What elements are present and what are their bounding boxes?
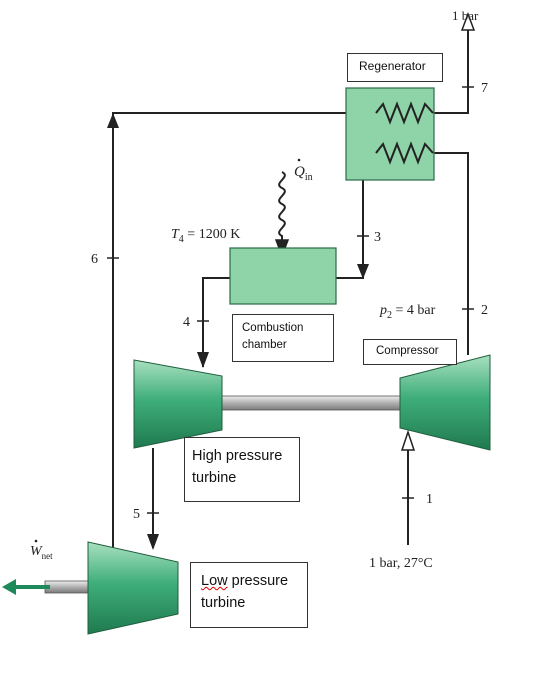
arrow-down-state-3 — [357, 264, 369, 279]
regenerator-label-text: Regenerator — [359, 59, 426, 73]
pipe-exhaust — [433, 30, 469, 114]
state-4-label: 4 — [183, 315, 190, 330]
lpt-label-pressure: pressure — [227, 573, 289, 589]
high-pressure-turbine — [133, 359, 223, 449]
state-2-label: 2 — [481, 303, 488, 318]
hpt-label-line2: turbine — [192, 470, 237, 486]
state-ticks — [107, 86, 474, 514]
lpt-label-line2: turbine — [201, 595, 246, 611]
regenerator-cold-coil — [375, 141, 434, 165]
regenerator-body — [345, 87, 435, 181]
compressor — [399, 354, 491, 451]
regenerator-label: Regenerator — [347, 53, 443, 82]
flow-arrows — [107, 113, 369, 550]
low-pressure-turbine — [87, 541, 179, 635]
pipe-state-2 — [433, 152, 469, 355]
state-1-label: 1 — [426, 492, 433, 507]
inlet-label: 1 bar, 27°C — [369, 556, 433, 571]
hpt-label-line1: High pressure — [192, 448, 283, 464]
compressor-label-text: Compressor — [376, 345, 439, 357]
pipe-state-4 — [202, 277, 230, 367]
regenerator — [345, 87, 435, 181]
combustion-chamber-label: Combustion chamber — [232, 314, 334, 362]
exhaust-pressure-label: 1 bar — [452, 8, 479, 23]
state-3-label: 3 — [374, 230, 381, 245]
arrow-down-state-5 — [147, 534, 159, 550]
lpt-label-low: Low — [201, 573, 228, 589]
combustion-chamber — [229, 247, 337, 305]
combustion-label-line1: Combustion — [242, 322, 304, 334]
heat-input-squiggle — [278, 171, 286, 242]
arrow-inlet-hollow — [400, 429, 416, 451]
combustion-label-line2: chamber — [242, 339, 287, 351]
w-dot — [34, 539, 38, 543]
state-5-label: 5 — [133, 507, 140, 522]
state-6-label: 6 — [91, 252, 98, 267]
arrow-exhaust-hollow — [460, 11, 476, 31]
q-dot — [297, 158, 301, 162]
high-pressure-turbine-label: High pressure turbine — [184, 437, 300, 502]
t4-label: T4 = 1200 K — [171, 227, 240, 245]
low-pressure-turbine-label: Low pressure turbine — [190, 562, 308, 628]
lpt-label-line1: Low pressure — [201, 570, 307, 592]
regenerator-hot-coil — [375, 101, 434, 125]
shaft — [221, 395, 405, 411]
compressor-label: Compressor — [363, 339, 457, 365]
heat-input-label: Qin — [294, 164, 313, 183]
net-work-arrow — [2, 579, 50, 595]
p2-label: p2 = 4 bar — [379, 303, 436, 321]
net-work-label: Wnet — [30, 544, 53, 561]
arrow-up-state-6 — [107, 113, 119, 128]
arrow-down-state-4 — [197, 352, 209, 368]
state-7-label: 7 — [481, 81, 488, 96]
